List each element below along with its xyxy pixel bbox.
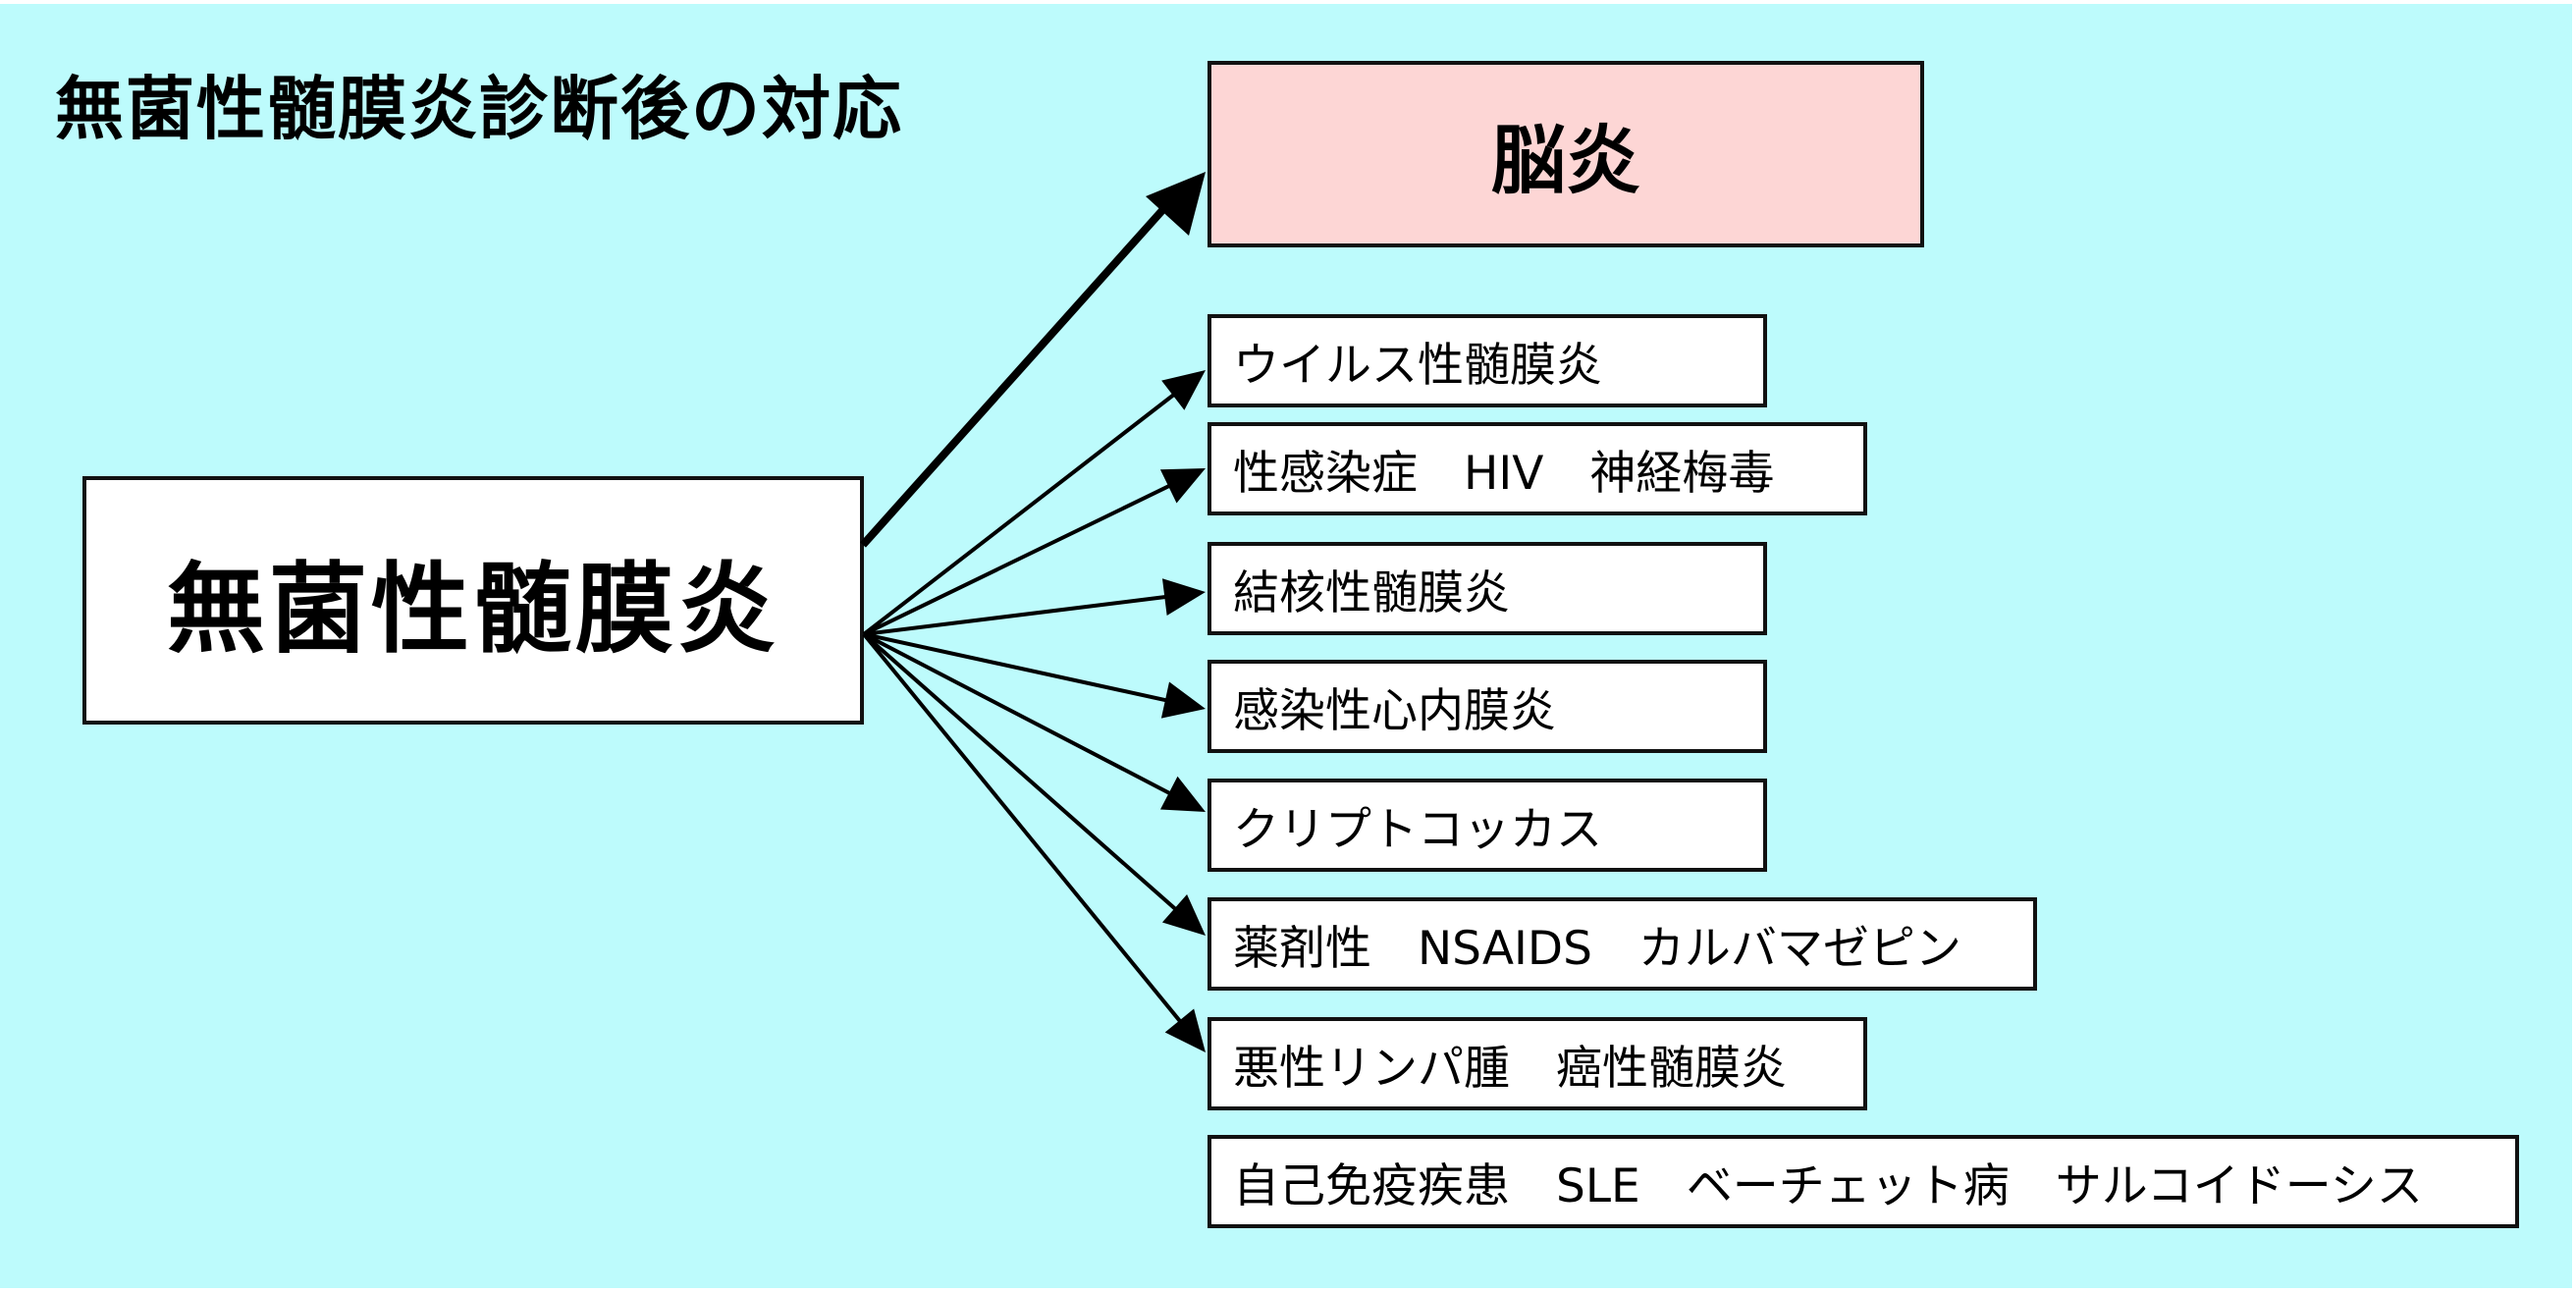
differential-label: 薬剤性 NSAIDS カルバマゼピン — [1233, 922, 1961, 976]
differential-label: 自己免疫疾患 SLE ベーチェット病 サルコイドーシス — [1233, 1159, 2423, 1213]
page-title: 無菌性髄膜炎診断後の対応 — [55, 69, 903, 149]
differential-box-autoimmune: 自己免疫疾患 SLE ベーチェット病 サルコイドーシス — [1208, 1135, 2519, 1228]
differential-label: ウイルス性髄膜炎 — [1233, 339, 1602, 393]
differential-label: 結核性髄膜炎 — [1233, 566, 1510, 620]
differential-box-drug-induced: 薬剤性 NSAIDS カルバマゼピン — [1208, 897, 2037, 991]
differential-label: クリプトコッカス — [1233, 803, 1602, 857]
source-box-aseptic-meningitis: 無菌性髄膜炎 — [82, 476, 864, 725]
differential-label: 悪性リンパ腫 癌性髄膜炎 — [1233, 1042, 1787, 1096]
differential-box-tuberculous-meningitis: 結核性髄膜炎 — [1208, 542, 1767, 635]
source-box-label: 無菌性髄膜炎 — [167, 552, 779, 667]
differential-label: 性感染症 HIV 神経梅毒 — [1233, 447, 1775, 501]
differential-box-std-hiv-neurosyphilis: 性感染症 HIV 神経梅毒 — [1208, 422, 1867, 515]
target-box-encephalitis: 脳炎 — [1208, 61, 1924, 247]
differential-label: 感染性心内膜炎 — [1233, 684, 1556, 738]
target-box-label: 脳炎 — [1491, 117, 1640, 204]
differential-box-infective-endocarditis: 感染性心内膜炎 — [1208, 660, 1767, 753]
differential-box-lymphoma-carcinomatous: 悪性リンパ腫 癌性髄膜炎 — [1208, 1017, 1867, 1110]
differential-box-cryptococcus: クリプトコッカス — [1208, 779, 1767, 872]
differential-box-viral-meningitis: ウイルス性髄膜炎 — [1208, 314, 1767, 407]
